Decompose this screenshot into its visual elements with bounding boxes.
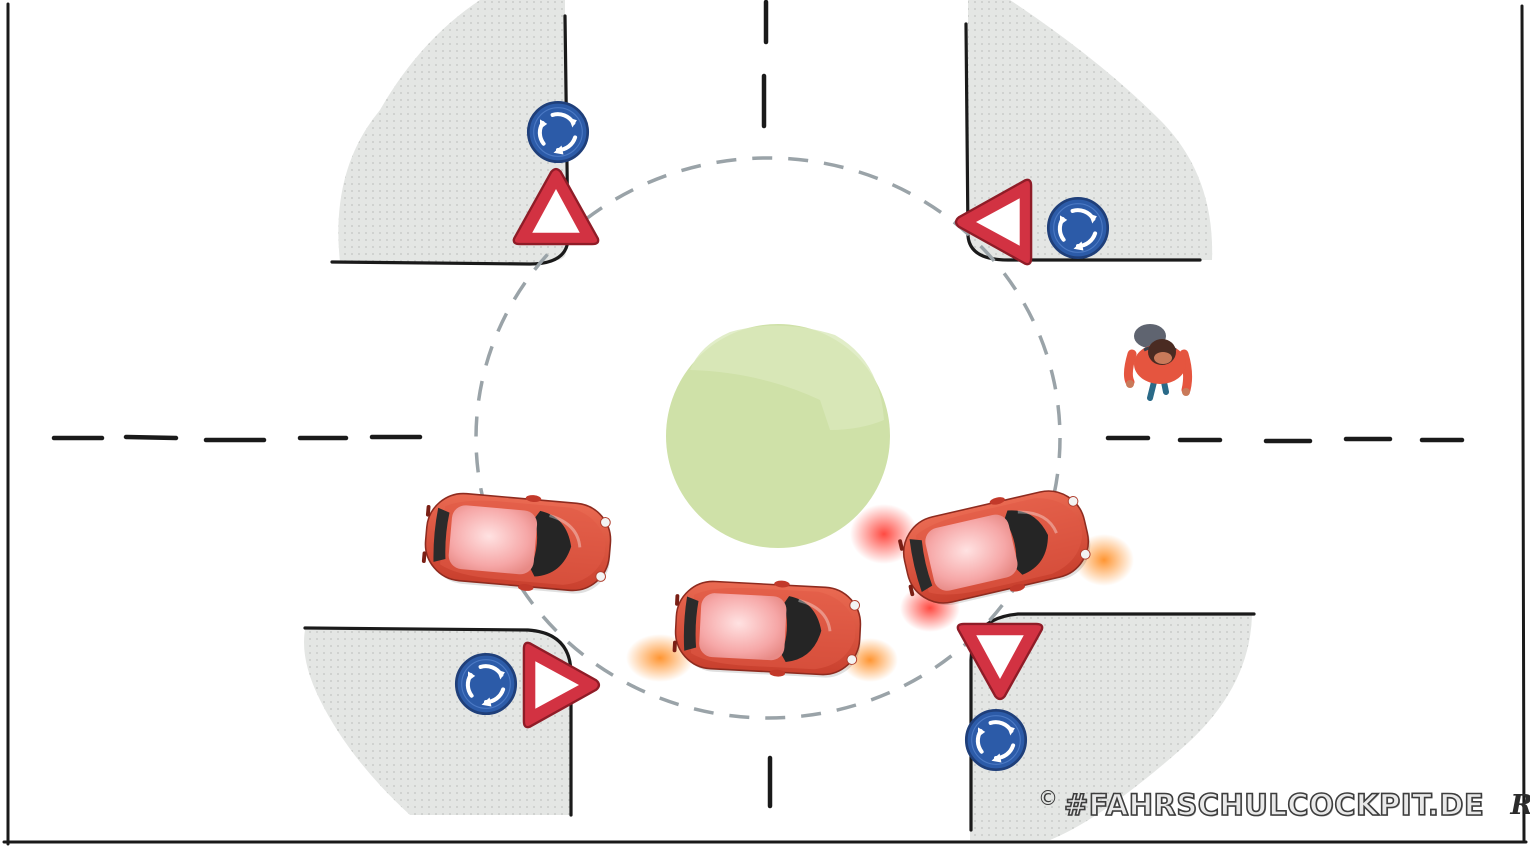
watermark: © #FAHRSCHULCOCKPIT.DE RR <box>1038 780 1530 830</box>
copyright-symbol: © <box>1038 786 1058 810</box>
pedestrian-icon <box>1123 324 1193 401</box>
brand-text: #FAHRSCHULCOCKPIT.DE <box>1063 787 1485 823</box>
car-icon <box>669 573 866 683</box>
roundabout-sign-icon <box>966 710 1025 769</box>
car-south <box>669 573 866 683</box>
car-icon <box>891 477 1100 617</box>
roundabout-sign-icon <box>1048 198 1107 257</box>
roundabout-sign-icon <box>528 102 587 161</box>
lane-markings <box>51 0 1465 809</box>
car-icon <box>418 484 617 600</box>
pedestrian <box>1123 324 1193 401</box>
central-island <box>666 324 890 548</box>
artist-signature: RR <box>1510 790 1530 821</box>
car-west <box>418 484 617 600</box>
sidewalk-corners <box>304 0 1252 840</box>
roundabout-sign-icon <box>456 654 515 713</box>
roundabout-circle <box>474 156 1062 720</box>
car-east <box>891 477 1100 617</box>
